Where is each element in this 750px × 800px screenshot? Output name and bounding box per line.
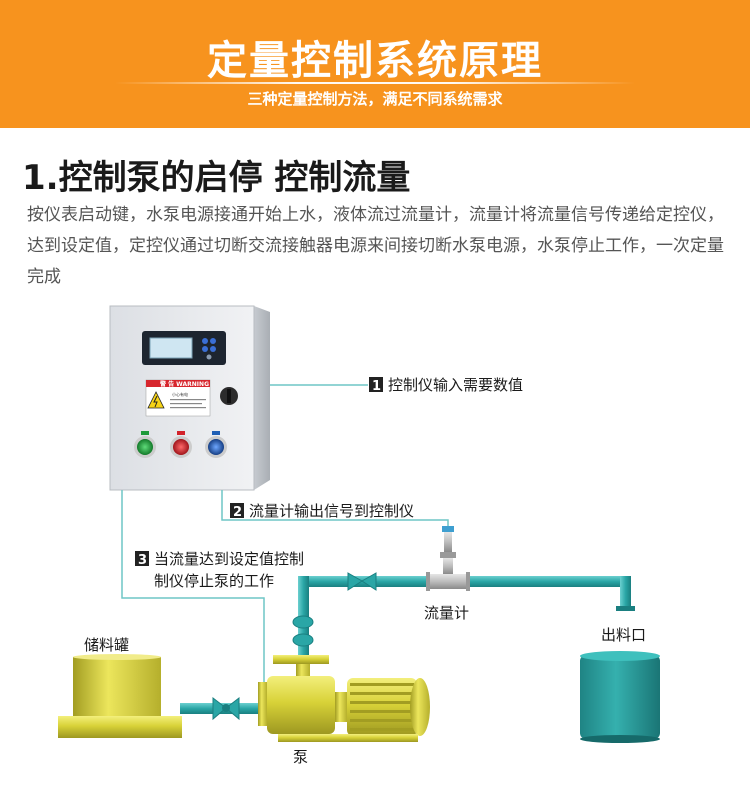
svg-text:控制仪输入需要数值: 控制仪输入需要数值 (388, 376, 523, 394)
svg-text:制仪停止泵的工作: 制仪停止泵的工作 (154, 572, 274, 590)
step-2-label: 2 流量计输出信号到控制仪 (230, 502, 414, 520)
flowmeter (426, 526, 470, 591)
outlet-label: 出料口 (601, 626, 646, 644)
pump-label: 泵 (293, 748, 308, 766)
step-3-label: 3 当流量达到设定值控制 制仪停止泵的工作 (135, 550, 304, 590)
svg-text:3: 3 (138, 553, 147, 568)
section-title: 1.控制泵的启停 控制流量 (22, 158, 411, 198)
svg-text:警 告 WARNING: 警 告 WARNING (159, 380, 209, 388)
header-banner: 定量控制系统原理 三种定量控制方法，满足不同系统需求 (0, 0, 750, 128)
page-subtitle: 三种定量控制方法，满足不同系统需求 (247, 90, 503, 108)
outlet-bucket (580, 651, 660, 743)
warning-label: 警 告 WARNING 小心有电 (145, 379, 211, 417)
page-title: 定量控制系统原理 (207, 38, 543, 84)
start-button (134, 431, 156, 458)
svg-text:小心有电: 小心有电 (172, 391, 188, 397)
svg-text:1: 1 (372, 379, 381, 394)
storage-tank (58, 654, 182, 738)
section-description: 按仪表启动键，水泵电源接通开始上水，液体流过流量计，流量计将流量信号传递给定控仪… (27, 205, 724, 287)
control-button-blue (205, 431, 227, 458)
divider (115, 82, 635, 84)
control-cabinet: 警 告 WARNING 小心有电 (109, 305, 270, 491)
flowmeter-label: 流量计 (424, 604, 469, 622)
svg-text:当流量达到设定值控制: 当流量达到设定值控制 (154, 550, 304, 568)
stop-button (170, 431, 192, 458)
signal-lines (121, 384, 449, 690)
svg-text:2: 2 (233, 505, 242, 520)
control-diagram: 警 告 WARNING 小心有电 (58, 305, 660, 766)
svg-text:流量计输出信号到控制仪: 流量计输出信号到控制仪 (249, 502, 414, 520)
tank-label: 储料罐 (84, 636, 129, 654)
pump (258, 655, 430, 742)
step-1-label: 1 控制仪输入需要数值 (369, 376, 523, 394)
